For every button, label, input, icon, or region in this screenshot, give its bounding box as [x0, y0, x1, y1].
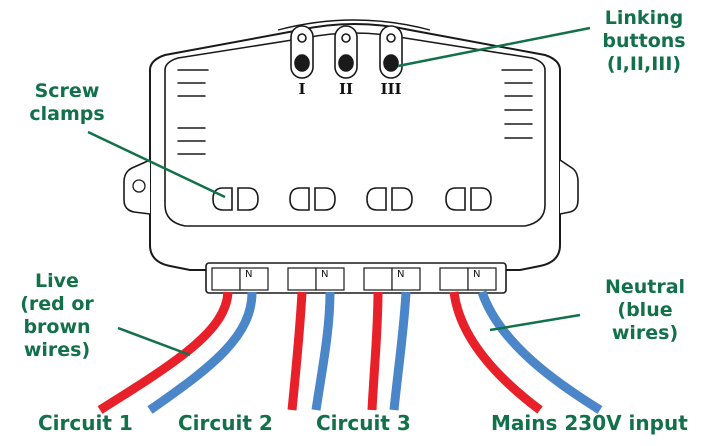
live-wire-c2 — [287, 291, 307, 411]
label-screw-clamps-line1: Screw — [34, 80, 100, 102]
label-neutral-line3: wires) — [611, 322, 679, 344]
neutral-wire-c1 — [147, 291, 257, 414]
callout-lines — [87, 26, 591, 357]
neutral-wire-mains — [477, 290, 603, 414]
label-live: Live (red or brown wires) — [2, 270, 112, 362]
label-live-line1: Live — [35, 270, 79, 292]
linking-buttons — [290, 25, 403, 79]
label-linking-buttons-line2: buttons — [602, 30, 686, 52]
label-neutral-line2: (blue — [617, 299, 673, 321]
label-neutral: Neutral (blue wires) — [590, 276, 700, 345]
left-screw — [132, 179, 146, 193]
terminal-n-2: N — [321, 269, 329, 280]
terminals — [211, 267, 497, 291]
label-linking-buttons-line3: (I,II,III) — [606, 53, 682, 75]
live-wire-mains — [449, 291, 543, 414]
caption-circuit-1: Circuit 1 — [38, 411, 133, 435]
label-linking-buttons-line1: Linking — [604, 7, 684, 29]
box-lid — [164, 32, 546, 227]
label-screw-clamps: Screw clamps — [12, 80, 122, 126]
label-screw-clamps-line2: clamps — [29, 103, 105, 125]
callout-linking-buttons — [397, 26, 591, 68]
label-linking-buttons: Linking buttons (I,II,III) — [584, 7, 704, 76]
screw-clamps — [212, 187, 492, 211]
callout-live — [117, 326, 191, 357]
callout-neutral — [489, 313, 581, 332]
terminal-n-1: N — [245, 269, 253, 280]
neutral-wire-c3 — [389, 291, 411, 411]
live-wire-c1 — [97, 291, 233, 414]
caption-mains: Mains 230V input — [491, 411, 688, 435]
terminal-n-3: N — [397, 269, 405, 280]
live-wire-c3 — [367, 291, 383, 411]
label-live-line4: wires) — [23, 339, 91, 361]
vent-slots — [177, 69, 533, 155]
button-numeral-1: I — [298, 80, 306, 98]
label-live-line2: (red or — [20, 293, 94, 315]
button-numeral-2: II — [338, 80, 354, 98]
button-numeral-3: III — [380, 80, 402, 98]
right-ear — [559, 159, 579, 215]
label-neutral-line1: Neutral — [604, 276, 686, 298]
terminal-n-4: N — [473, 269, 481, 280]
caption-circuit-2: Circuit 2 — [178, 411, 273, 435]
wires — [97, 290, 603, 414]
terminal-strip — [205, 262, 507, 294]
neutral-wire-c2 — [311, 291, 335, 411]
label-live-line3: brown — [23, 316, 91, 338]
lid-bump — [277, 19, 431, 31]
caption-circuit-3: Circuit 3 — [316, 411, 411, 435]
callout-screw-clamps — [87, 130, 226, 199]
